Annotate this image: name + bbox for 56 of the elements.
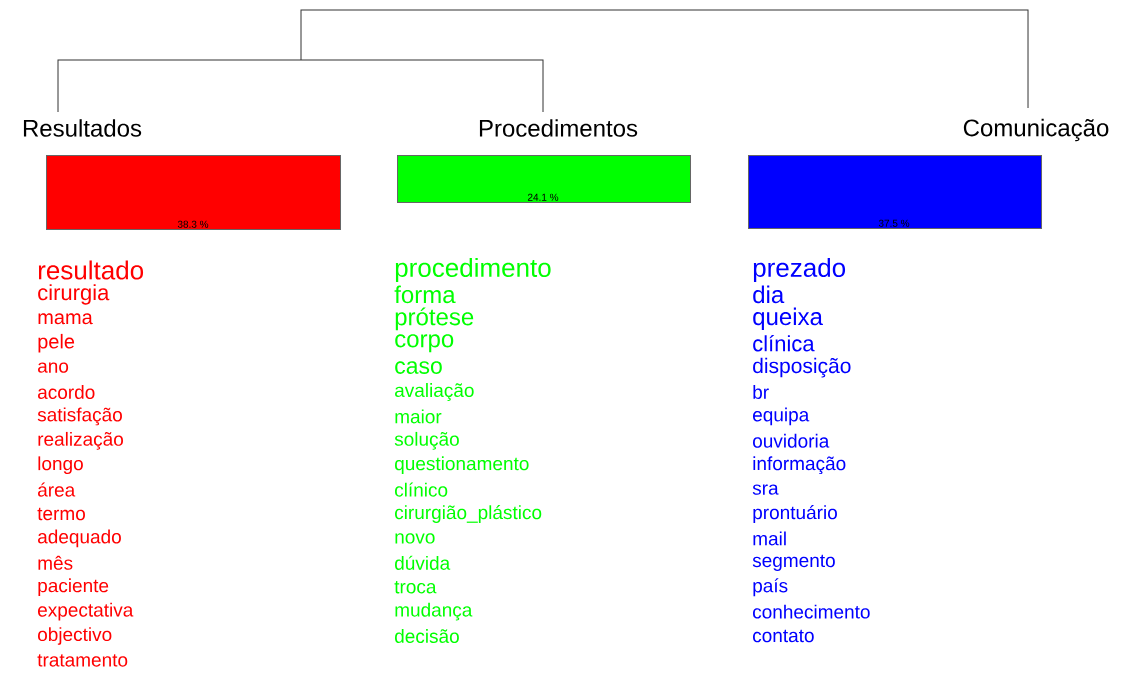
word: questionamento [395,456,529,475]
percentage-label: 37.5 % [878,219,910,227]
word: resultado [38,260,144,280]
word: pele [38,333,75,353]
word: decisão [395,629,459,643]
word: disposição [753,357,851,378]
class-heading: Procedimentos [479,119,638,137]
word: mama [38,313,93,325]
dendrogram-bracket [57,59,544,113]
word: caso [395,361,442,374]
word: clínico [395,482,448,497]
word: sra [752,484,779,495]
word: troca [394,581,437,594]
word: forma [394,285,456,304]
word: cirurgia [38,284,110,305]
word: mail [753,531,786,546]
word: tratamento [37,654,128,667]
class-heading: Comunicação [963,118,1109,142]
word: área [38,482,76,497]
percentage-label: 24.1 % [527,193,559,201]
word: cirurgião_plástico [395,505,542,523]
word: paciente [38,578,109,597]
word: corpo [395,334,454,353]
word: mudança [395,602,473,621]
word: informação [753,456,846,475]
word: prezado [753,257,846,283]
word: procedimento [395,257,551,283]
word: mês [38,555,73,570]
word: novo [395,533,435,544]
word: dúvida [395,555,451,570]
word: dia [753,285,785,304]
word: acordo [38,385,95,399]
word: objectivo [38,627,112,645]
class-heading: Resultados [23,119,142,137]
word: expectativa [38,602,134,621]
word: equipa [753,407,810,426]
word: prontuário [753,505,837,523]
percentage-label: 38.3 % [177,220,209,228]
word: longo [38,456,83,475]
word: ano [38,362,69,373]
word: clínica [753,335,815,352]
word: contato [753,629,814,643]
word: conhecimento [753,604,870,619]
word: segmento [752,554,835,571]
word: solução [394,431,459,450]
word: maior [395,409,442,424]
word: país [753,578,788,597]
word: br [753,385,769,399]
word: termo [37,507,85,521]
word: adequado [38,529,121,548]
word: satisfação [37,407,122,426]
word: avaliação [395,383,474,401]
word: ouvidoria [753,433,830,448]
word: prótese [395,307,474,331]
word: queixa [753,307,823,330]
word: realização [38,431,123,450]
